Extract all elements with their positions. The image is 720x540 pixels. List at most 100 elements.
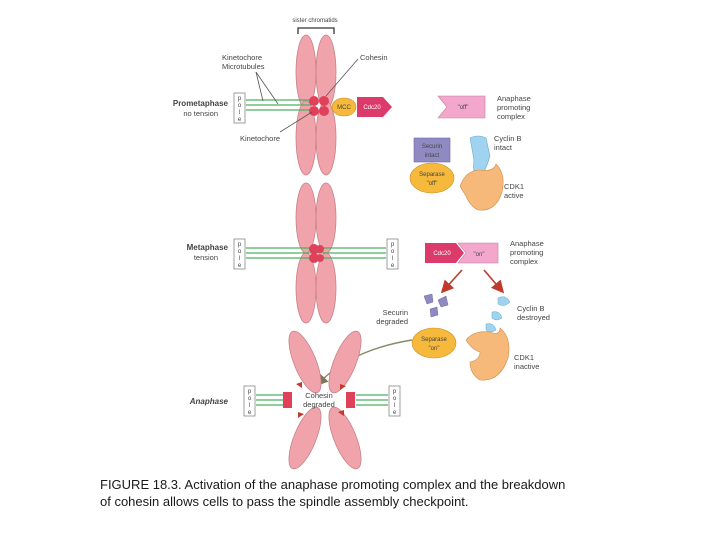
apc-on-shape [457,242,499,264]
pole-letter: e [238,117,242,123]
cyclin-b-destroyed-label: destroyed [517,313,550,322]
metaphase-kinetochores [309,244,324,263]
sister-chromatids-label: sister chromatids [292,18,337,24]
kinetochore-microtubules-label: Kinetochore [222,53,262,62]
separase-on-label: "on" [429,346,440,352]
cdk1-active-shape [459,163,504,211]
pole-letter: l [239,110,240,116]
apc-label-line: complex [510,257,538,266]
sister-chromatids-bracket [297,27,335,34]
cohesin-pointer [325,58,359,97]
kinetochore-pointer [279,111,313,133]
apc-label-line: promoting [510,248,543,257]
apc-label-line: Anaphase [497,94,531,103]
anaphase-left-kinetochore [283,392,292,408]
prometaphase-kinetochores [309,96,329,116]
apc-label-line: promoting [497,103,530,112]
metaphase-right-pole [386,238,399,270]
securin-degraded-label: Securin [383,308,408,317]
metaphase-chromatids [295,182,337,324]
pole-letter: o [393,396,397,402]
kinetochore-microtubules-label: Microtubules [222,62,265,71]
cdc20-label: Cdc20 [433,251,451,257]
pole-letter: e [238,263,242,269]
metaphase-left-pole [233,238,246,270]
anaphase-right-kinetochore [346,392,355,408]
checkpoint-released-proteins: Securin degraded Cyclin B destroyed Sepa… [376,293,550,381]
pole-letter: l [249,403,250,409]
metaphase-label: Metaphase [187,243,229,252]
anaphase-label: Anaphase [189,397,229,406]
cdk1-inactive-shape [465,327,510,381]
cdk1-inactive-label: CDK1 [514,353,534,362]
separase-on-shape [411,327,457,359]
separase-on-label: Separase [421,337,447,343]
cyclin-b-intact-label: Cyclin B [494,134,522,143]
metaphase-note: tension [194,253,218,262]
pole-letter: p [248,389,252,395]
anaphase-stage: Cohesin degraded p o l e p o l e Anaphas… [189,330,401,470]
prometaphase-note: no tension [183,109,218,118]
pole-letter: p [238,242,242,248]
securin-intact-box [413,137,451,163]
apc-off-label: "off" [458,105,469,111]
separase-off-shape [409,162,455,194]
cyclin-b-destroyed-label: Cyclin B [517,304,545,313]
securin-intact-label: Securin [422,144,442,150]
kinetochore-label: Kinetochore [240,134,280,143]
checkpoint-active-proteins: Securin intact Separase "off" Cyclin B i… [409,134,524,211]
mcc-label: MCC [337,105,351,111]
pole-letter: o [248,396,252,402]
figure-caption: FIGURE 18.3. Activation of the anaphase … [100,476,660,510]
mcc-complex [331,97,357,117]
kinetochore-microtubules-pointer [255,71,279,105]
arrow-to-cyclin [483,269,505,294]
securin-intact-label: intact [425,153,440,159]
apc-off-group: "off" Anaphase promoting complex [437,94,531,121]
apc-on-group: Cdc20 "on" Anaphase promoting complex [425,239,544,266]
apc-label-line: Anaphase [510,239,544,248]
pole-letter: p [238,96,242,102]
cyclin-b-intact-label: intact [494,143,513,152]
pole-letter: p [393,389,397,395]
mitosis-checkpoint-diagram: sister chromatids p o l e Prometaphase n… [173,18,550,470]
pole-letter: e [248,410,252,416]
cyclin-b-fragments [485,296,511,333]
cohesin-degraded-label: degraded [303,400,335,409]
securin-fragments [423,293,449,318]
apc-label-line: complex [497,112,525,121]
prometaphase-stage: p o l e Prometaphase no tension Kinetoch… [173,34,392,176]
cohesin-degraded-label: Cohesin [305,391,333,400]
cdk1-active-label: active [504,191,524,200]
metaphase-stage: p o l e p o l e Metaphase tension [187,182,399,324]
arrow-to-securin [440,269,463,294]
caption-line: of cohesin allows cells to pass the spin… [100,494,469,509]
separase-off-label: Separase [419,172,445,178]
pole-letter: l [394,403,395,409]
pole-letter: o [391,249,395,255]
prometaphase-label: Prometaphase [173,99,229,108]
pole-letter: p [391,242,395,248]
pole-letter: o [238,103,242,109]
anaphase-microtubules [256,394,388,406]
prometaphase-microtubules [246,99,312,111]
prometaphase-left-pole [233,92,246,124]
cdk1-inactive-label: inactive [514,362,539,371]
cohesin-fragments [296,382,346,418]
apc-off-shape [437,95,486,119]
securin-degraded-label: degraded [376,317,408,326]
pole-letter: o [238,249,242,255]
pole-letter: l [392,256,393,262]
pole-letter: e [391,263,395,269]
cdc20-tag-prometaphase [357,97,392,117]
apc-on-label: "on" [474,252,485,258]
anaphase-left-pole [243,385,256,417]
pole-letter: l [239,256,240,262]
caption-line: FIGURE 18.3. Activation of the anaphase … [100,477,566,492]
cohesin-label: Cohesin [360,53,388,62]
anaphase-chromatids [288,330,362,470]
cdc20-tag-metaphase [425,243,464,263]
pole-letter: e [393,410,397,416]
anaphase-right-pole [388,385,401,417]
cdc20-label: Cdc20 [363,105,381,111]
